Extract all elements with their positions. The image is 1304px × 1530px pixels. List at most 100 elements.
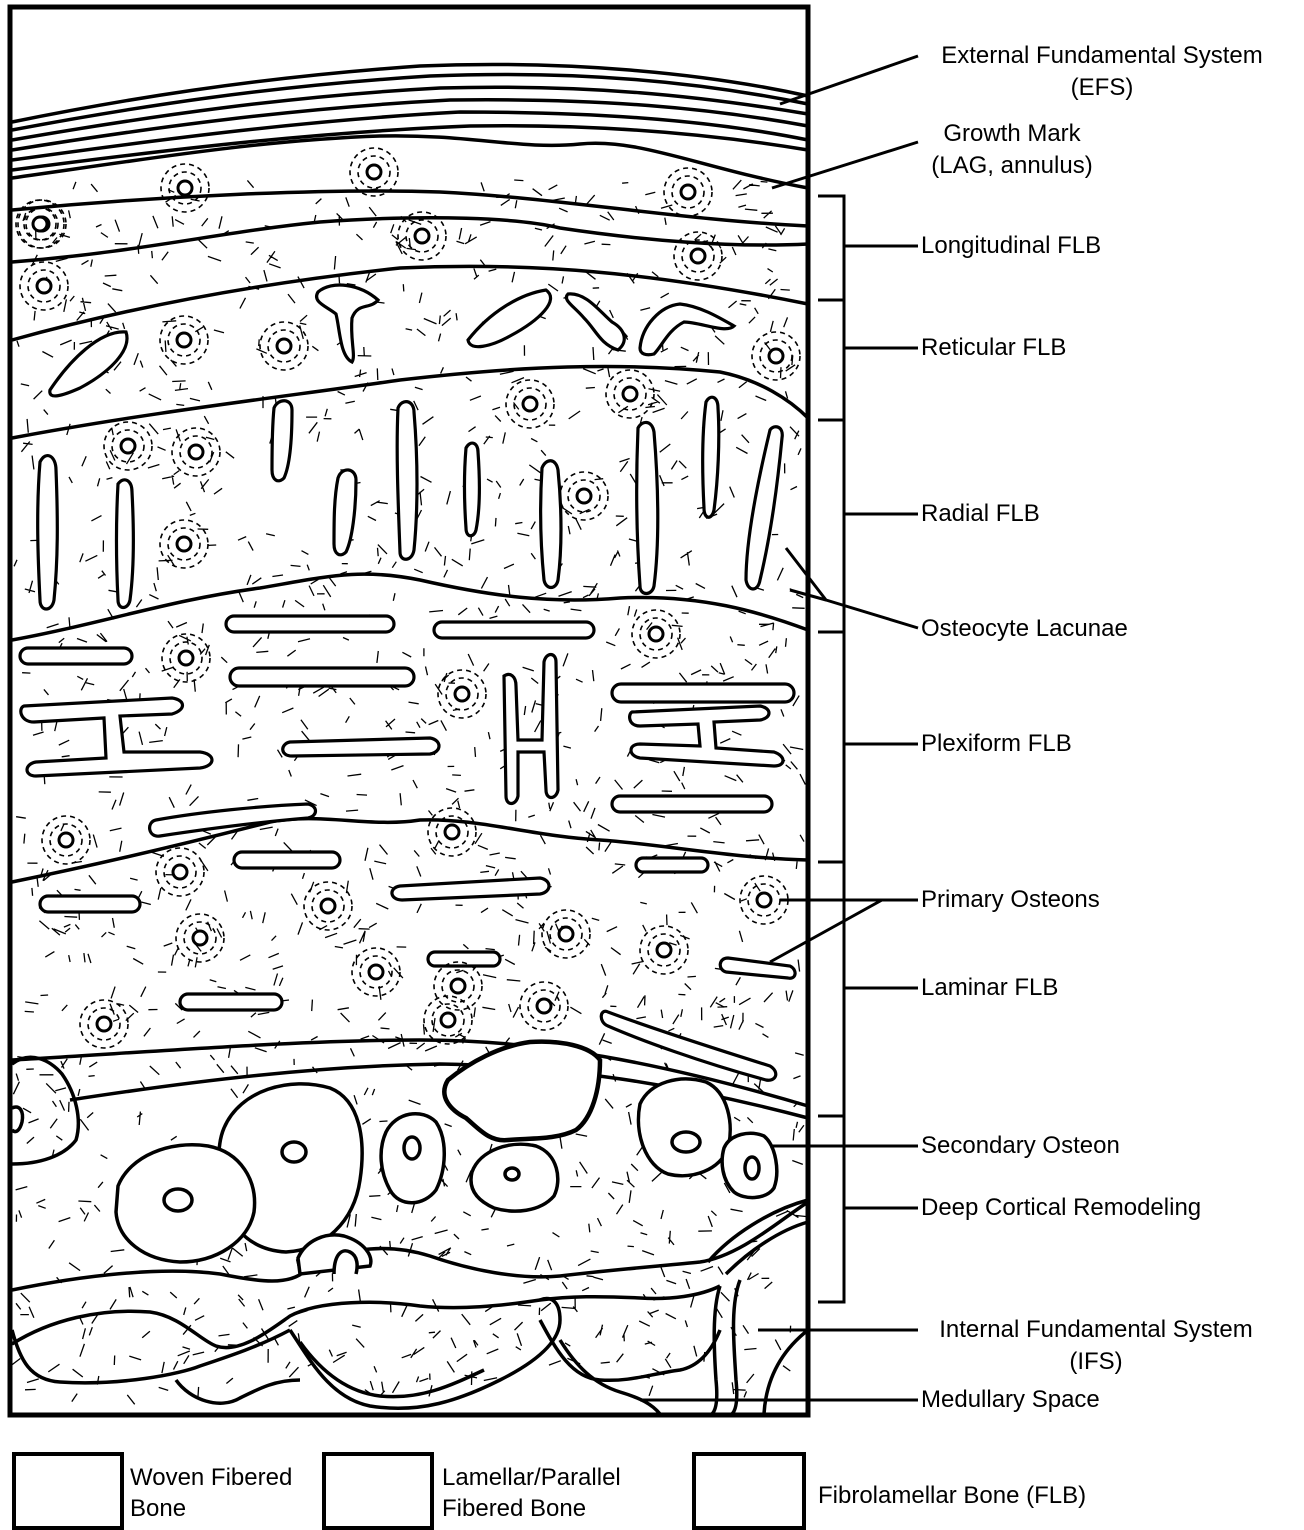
plexiform-canal — [612, 796, 772, 812]
primary-osteon-canal — [455, 687, 469, 701]
legend-lamellar-line2: Fibered Bone — [442, 1493, 621, 1524]
trabecula — [300, 1342, 484, 1397]
laminar-canal — [720, 958, 795, 978]
laminar-canal — [636, 858, 708, 872]
radial-canal — [703, 397, 719, 517]
radial-canal — [465, 443, 480, 536]
laminar-canal — [180, 994, 282, 1010]
primary-osteon-canal — [757, 893, 771, 907]
laminar-canal — [40, 896, 140, 912]
primary-osteon-canal — [33, 217, 47, 231]
primary-osteon-canal — [577, 489, 591, 503]
plexiform-canal — [230, 668, 414, 686]
label-ifs: Internal Fundamental System (IFS) — [918, 1314, 1274, 1378]
reticular-canal — [468, 290, 551, 347]
primary-osteon-canal — [537, 999, 551, 1013]
plexiform-canal — [20, 648, 132, 664]
legend-woven-label: Woven Fibered Bone — [130, 1462, 292, 1524]
primary-osteon-canal — [451, 979, 465, 993]
bracket-deep-cortical — [818, 1116, 844, 1302]
plexiform-canal — [612, 684, 794, 702]
legend-swatch-lamellar — [322, 1452, 434, 1530]
primary-osteon-canal — [649, 627, 663, 641]
bracket-reticular — [818, 300, 844, 420]
reticular-canal — [317, 285, 378, 362]
primary-osteon-canal — [681, 185, 695, 199]
label-laminar: Laminar FLB — [921, 972, 1058, 1004]
primary-osteon-canal — [523, 397, 537, 411]
haversian-canal — [505, 1168, 519, 1180]
label-ifs-line2: (IFS) — [918, 1346, 1274, 1378]
label-growth-mark-line1: Growth Mark — [914, 118, 1110, 150]
haversian-canal — [672, 1132, 700, 1152]
legend-flb-label: Fibrolamellar Bone (FLB) — [818, 1480, 1086, 1511]
secondary-osteon — [638, 1079, 730, 1176]
label-plexiform: Plexiform FLB — [921, 728, 1072, 760]
resorption-cavity — [444, 1042, 600, 1141]
legend-lamellar-label: Lamellar/Parallel Fibered Bone — [442, 1462, 621, 1524]
leader-efs — [780, 56, 918, 104]
label-growth-mark-line2: (LAG, annulus) — [914, 150, 1110, 182]
primary-osteon-canal — [189, 445, 203, 459]
label-secondary-osteon: Secondary Osteon — [921, 1130, 1120, 1162]
layer-brackets — [818, 196, 844, 1302]
label-osteocyte: Osteocyte Lacunae — [921, 613, 1128, 645]
label-medullary: Medullary Space — [921, 1384, 1100, 1416]
radial-canal — [397, 402, 417, 560]
label-primary-osteons: Primary Osteons — [921, 884, 1100, 916]
trabecula — [176, 1380, 300, 1403]
legend-woven-line1: Woven Fibered — [130, 1462, 292, 1493]
label-efs: External Fundamental System (EFS) — [920, 40, 1284, 104]
radial-canal — [637, 422, 658, 593]
legend-woven-line2: Bone — [130, 1493, 292, 1524]
primary-osteon-canal — [177, 333, 191, 347]
legend-swatch-woven — [12, 1452, 124, 1530]
primary-osteon-canal — [277, 339, 291, 353]
primary-osteon-canal — [193, 931, 207, 945]
primary-osteon-canal — [177, 537, 191, 551]
laminar-canal — [428, 952, 500, 966]
medullary-margin — [12, 1286, 720, 1348]
reticular-canals — [50, 285, 734, 396]
primary-osteon-canal — [367, 165, 381, 179]
legend-lamellar-line1: Lamellar/Parallel — [442, 1462, 621, 1493]
radial-canal — [272, 401, 292, 481]
label-radial: Radial FLB — [921, 498, 1040, 530]
primary-osteon-canal — [321, 899, 335, 913]
reticular-canal — [640, 304, 734, 355]
label-deep-cortical: Deep Cortical Remodeling — [921, 1192, 1201, 1224]
label-ifs-line1: Internal Fundamental System — [918, 1314, 1274, 1346]
radial-canal — [38, 456, 58, 609]
primary-osteon-canal — [769, 349, 783, 363]
haversian-canal — [745, 1157, 759, 1179]
primary-osteon-canal — [691, 249, 705, 263]
primary-osteon-canal — [59, 833, 73, 847]
reticular-canal — [566, 294, 624, 350]
primary-osteon-canal — [445, 825, 459, 839]
resorption-cavity-group — [444, 1042, 600, 1141]
primary-osteon-canal — [657, 943, 671, 957]
laminar-canal — [601, 1011, 776, 1080]
radial-canal — [117, 480, 134, 608]
primary-osteon-canal — [623, 387, 637, 401]
primary-osteon-canal — [441, 1013, 455, 1027]
primary-osteon-canal — [179, 651, 193, 665]
plexiform-canal — [434, 622, 594, 638]
bracket-longitudinal — [818, 196, 844, 300]
label-reticular: Reticular FLB — [921, 332, 1066, 364]
label-efs-line2: (EFS) — [920, 72, 1284, 104]
primary-osteon-canal — [121, 439, 135, 453]
primary-osteon-canal — [173, 865, 187, 879]
haversian-canal — [164, 1189, 192, 1211]
label-growth-mark: Growth Mark (LAG, annulus) — [914, 118, 1110, 182]
label-efs-line1: External Fundamental System — [920, 40, 1284, 72]
plexiform-canal — [283, 738, 439, 756]
primary-osteon-canal — [369, 965, 383, 979]
laminar-canal — [234, 852, 340, 868]
trabecula — [712, 1286, 720, 1414]
primary-osteon-canal — [178, 181, 192, 195]
legend-swatch-flb — [692, 1452, 806, 1530]
plexiform-canal — [630, 706, 783, 766]
haversian-canal — [282, 1142, 306, 1162]
